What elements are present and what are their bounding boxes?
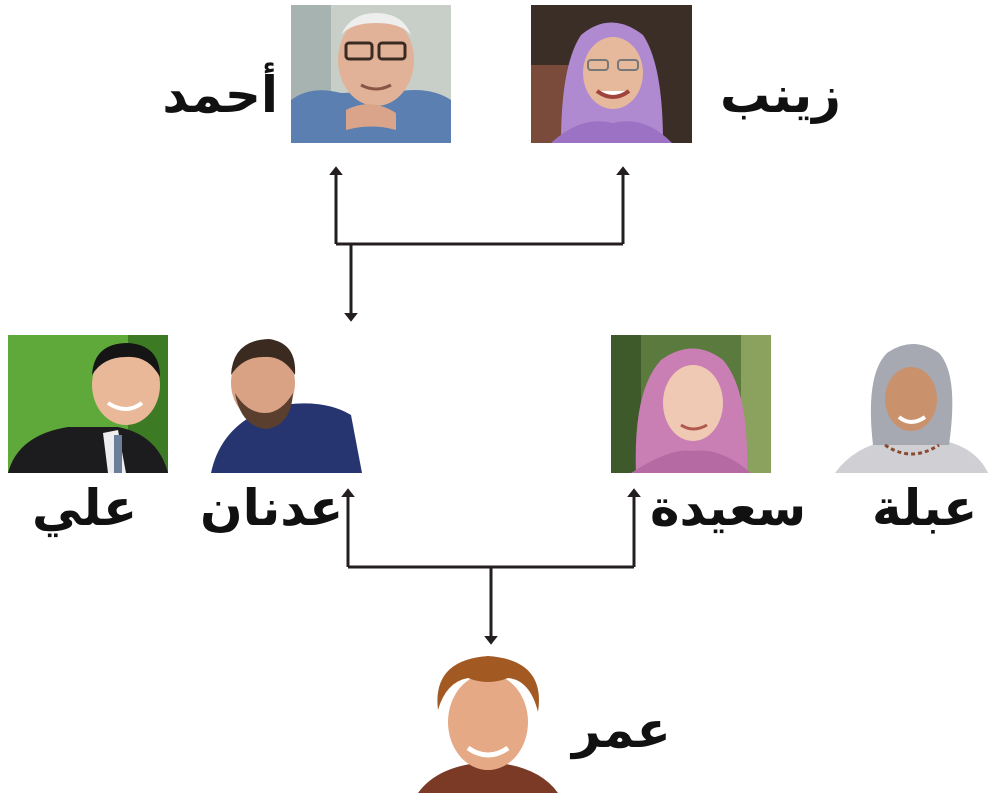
name-ahmad: أحمد xyxy=(162,66,278,124)
girl-grey-hijab-portrait-icon xyxy=(835,335,988,473)
elderly-woman-hijab-portrait-icon xyxy=(531,5,692,143)
name-adnan: عدنان xyxy=(200,479,344,537)
name-ali: علي xyxy=(32,479,138,537)
elderly-man-portrait-icon xyxy=(291,5,451,143)
woman-pink-hijab-portrait-icon xyxy=(611,335,771,473)
name-zaynab: زينب xyxy=(720,66,841,124)
name-saida: سعيدة xyxy=(650,479,807,537)
young-man-suit-portrait-icon xyxy=(8,335,168,473)
name-omar: عمر xyxy=(572,701,671,759)
name-abla: عبلة xyxy=(872,479,978,537)
bearded-man-portrait-icon xyxy=(201,335,362,473)
teen-boy-portrait-icon xyxy=(408,650,568,793)
